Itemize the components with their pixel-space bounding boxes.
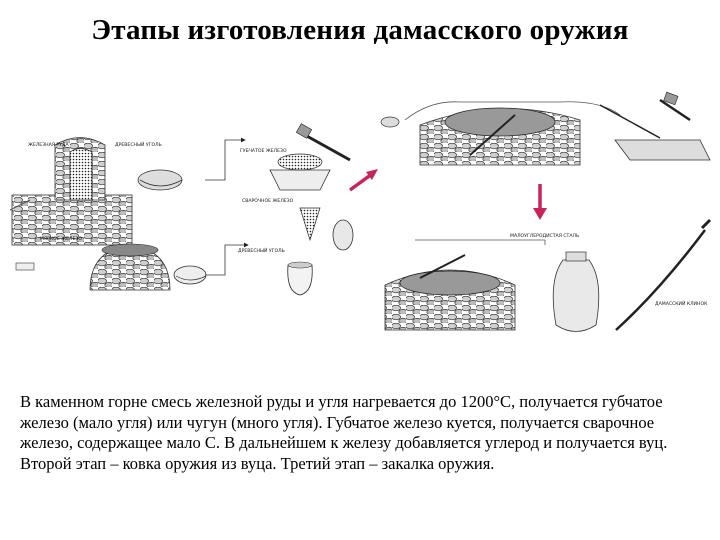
label-charcoal: ДРЕВЕСНЫЙ УГОЛЬ (115, 141, 162, 148)
label-ore: ЖЕЛЕЗНАЯ РУДА (28, 142, 70, 148)
forge-top (380, 101, 621, 166)
crucible-small (287, 219, 354, 296)
text-line-1: В каменном горне смесь железной руды и у… (20, 392, 663, 411)
label-final: ДАМАССКИЙ КЛИНОК (655, 300, 708, 307)
label-steel: МАЛОУГЛЕРОДИСТАЯ СТАЛЬ (510, 233, 579, 239)
label-weld-iron: СВАРОЧНОЕ ЖЕЛЕЗО (242, 198, 294, 204)
sponge-iron-forging (269, 123, 351, 191)
forge-bottom (384, 239, 546, 331)
text-line-3: железо, содержащее мало С. В дальнейшем … (20, 433, 668, 452)
label-low-carbon-iron: МЯГКОЕ ЖЕЛЕЗО (40, 236, 82, 242)
clay-vessel (552, 251, 600, 332)
label-sponge-iron: ГУБЧАТОЕ ЖЕЛЕЗО (240, 148, 287, 154)
sword-blade (615, 229, 706, 331)
anvil-top (599, 91, 711, 161)
stone-furnace-1 (9, 137, 183, 246)
process-diagram: ЖЕЛЕЗНАЯ РУДА ДРЕВЕСНЫЙ УГОЛЬ МЯГКОЕ ЖЕЛ… (9, 91, 712, 332)
label-charcoal-2: ДРЕВЕСНЫЙ УГОЛЬ (238, 247, 285, 254)
text-line-2: железо (мало угля) или чугун (много угля… (20, 412, 655, 432)
slide-title: Этапы изготовления дамасского оружия (91, 14, 629, 46)
stone-furnace-2 (89, 243, 207, 291)
text-line-4: Второй этап – ковка оружия из вуца. Трет… (20, 453, 495, 473)
red-arrow-diagonal (348, 172, 374, 192)
description-text: В каменном горне смесь железной руды и у… (20, 392, 710, 474)
